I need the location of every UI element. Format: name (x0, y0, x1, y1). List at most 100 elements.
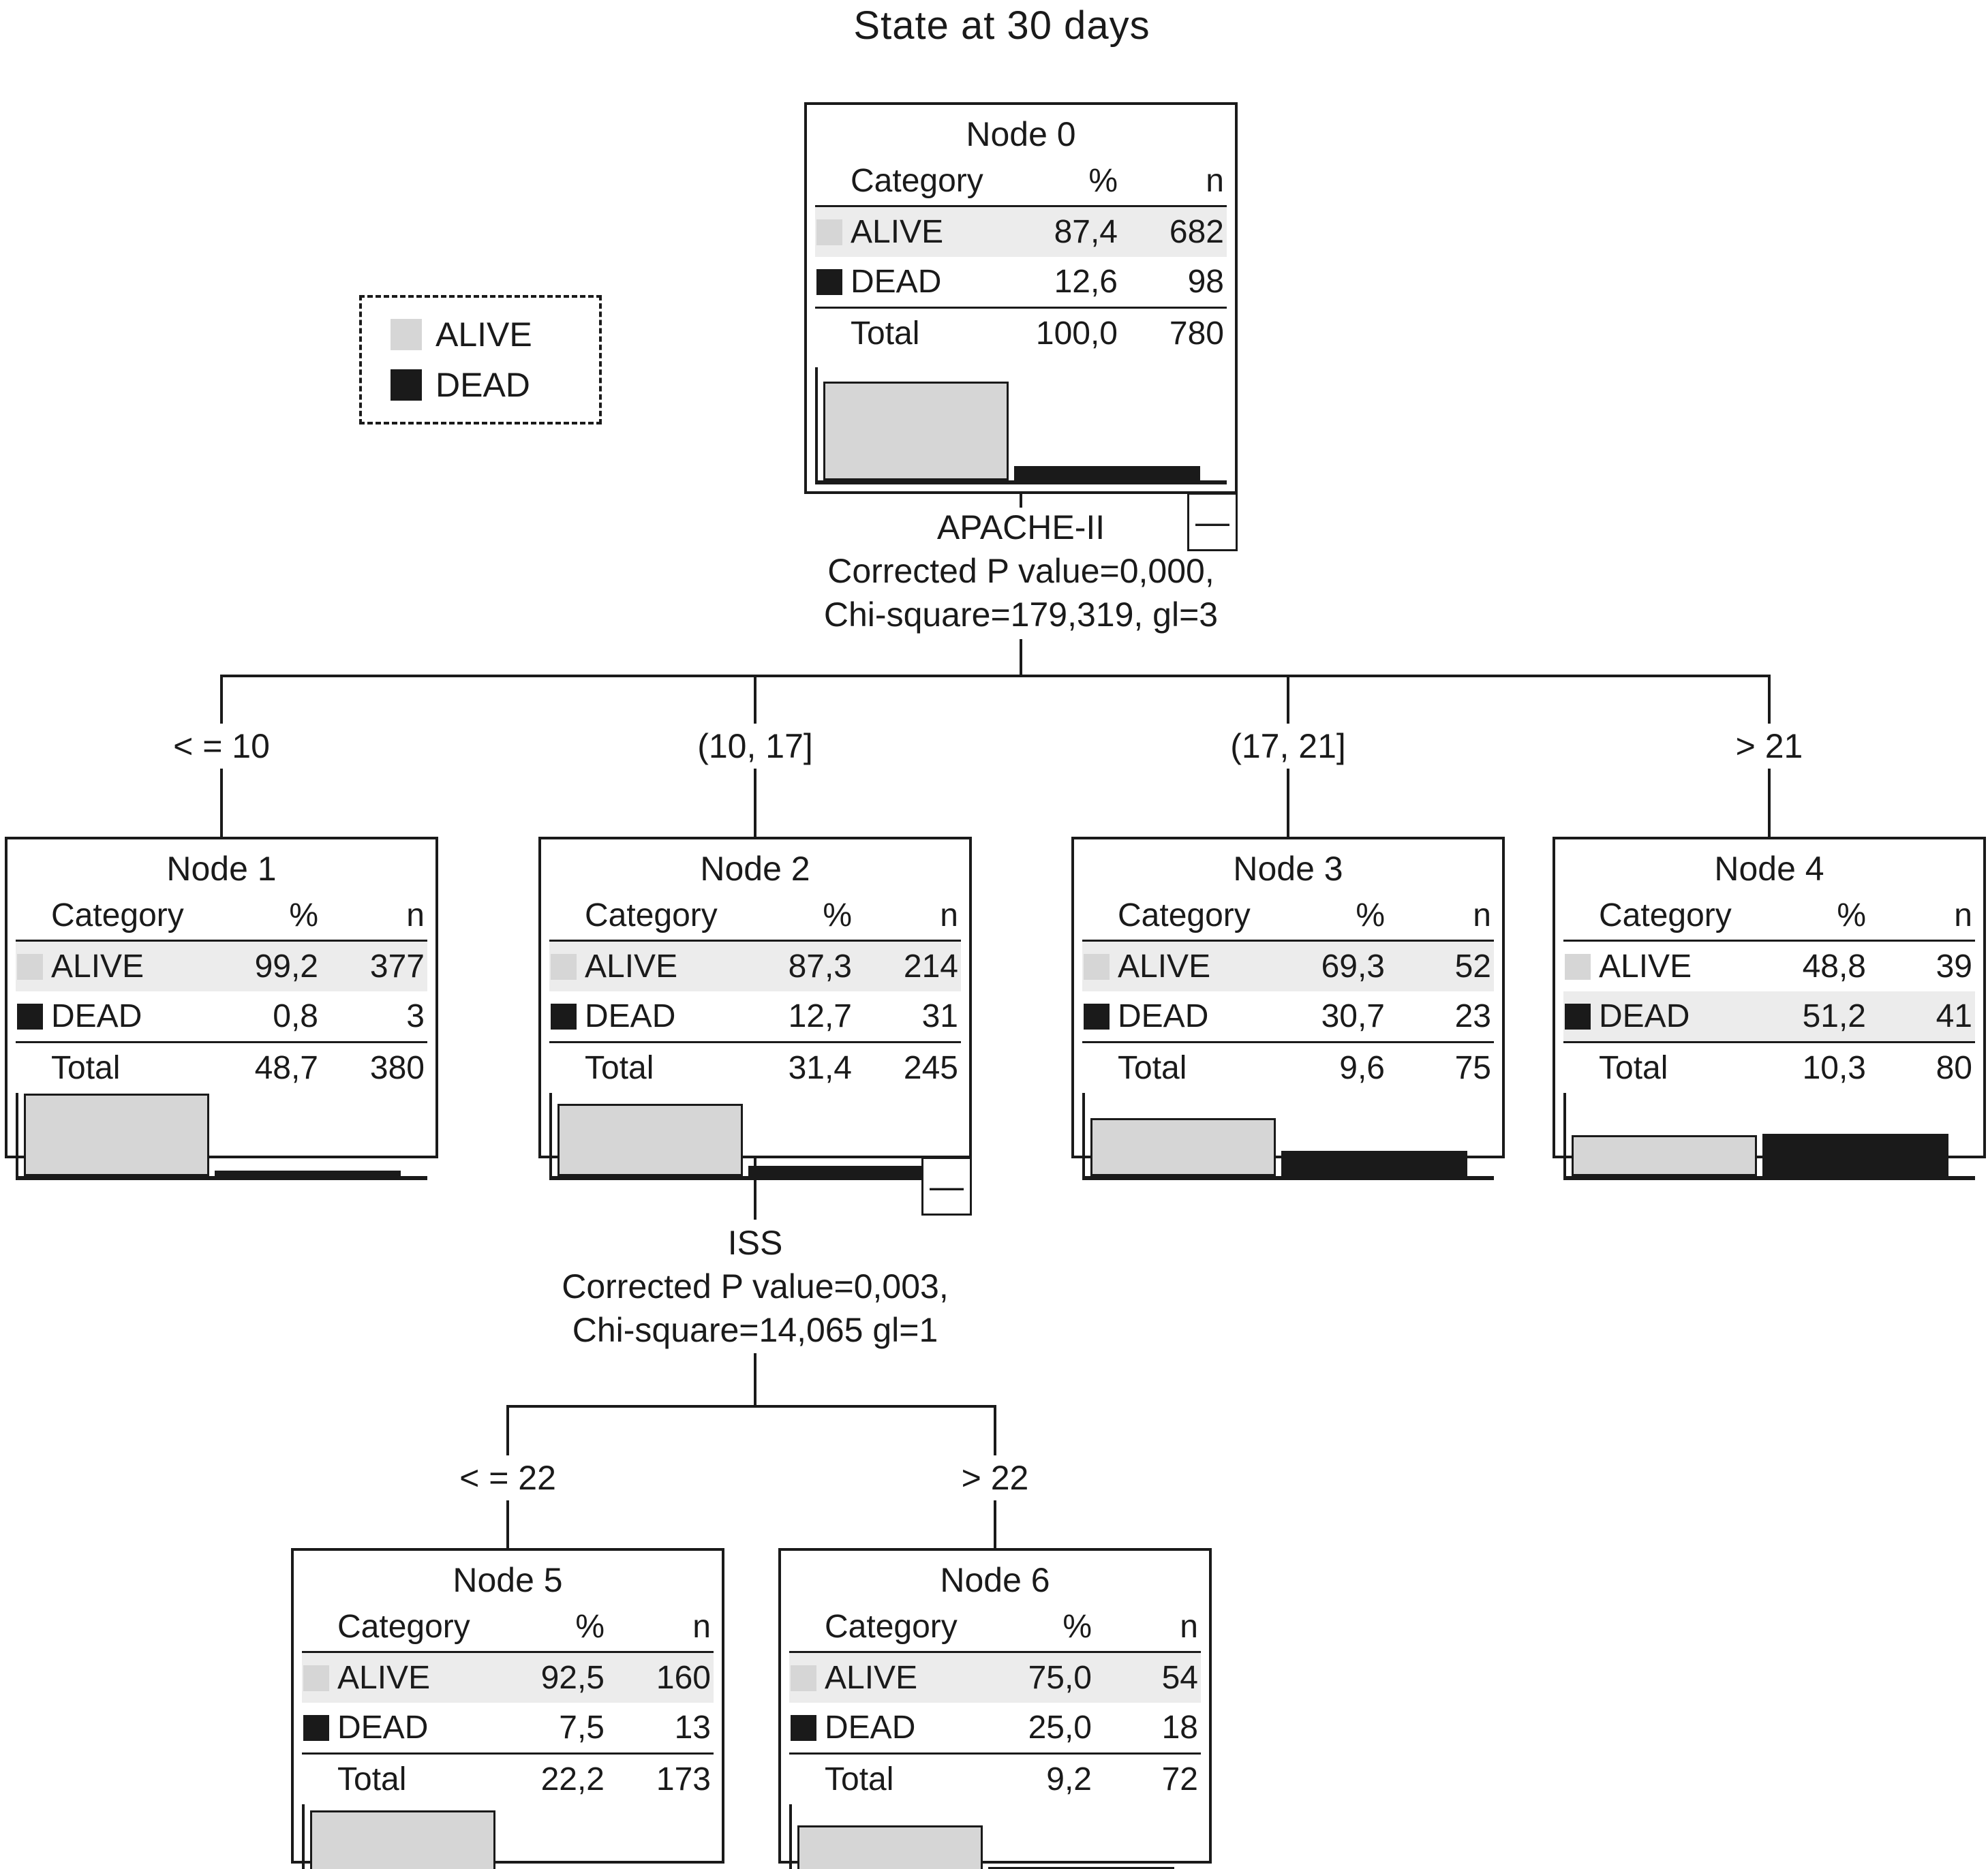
category-header: Category (1599, 897, 1732, 933)
legend-alive-label: ALIVE (435, 315, 532, 354)
category-header: Category (1118, 897, 1251, 933)
node-2-dead-row: DEAD 12,7 31 (549, 991, 961, 1043)
n-header: n (406, 897, 425, 933)
dead-label: DEAD (585, 998, 676, 1034)
dead-swatch-icon (391, 369, 422, 401)
node-3-dead-row: DEAD 30,7 23 (1082, 991, 1494, 1043)
dead-count: 41 (1936, 998, 1972, 1034)
percent-header: % (1088, 163, 1118, 199)
dead-swatch-icon (303, 1714, 329, 1741)
alive-label: ALIVE (1118, 948, 1211, 985)
dead-label: DEAD (1599, 998, 1690, 1034)
total-percent: 48,7 (254, 1050, 318, 1086)
node-5-table-header: Category % n (302, 1605, 714, 1653)
alive-label: ALIVE (851, 214, 944, 250)
alive-swatch-icon (391, 319, 422, 350)
n-header: n (1473, 897, 1491, 933)
node-6-alive-row: ALIVE 75,0 54 (789, 1653, 1201, 1703)
connector-node2-stem-bottom (754, 1353, 756, 1405)
total-count: 780 (1169, 315, 1224, 352)
node-2-collapse-button[interactable]: — (921, 1157, 972, 1216)
spacer (551, 1055, 577, 1081)
alive-swatch-icon (816, 219, 842, 245)
dead-label: DEAD (1118, 998, 1209, 1034)
node-6-title: Node 6 (940, 1561, 1050, 1599)
dead-count: 3 (406, 998, 425, 1034)
total-label: Total (825, 1761, 894, 1797)
spacer (16, 903, 42, 929)
total-label: Total (51, 1050, 121, 1086)
alive-bar (797, 1825, 983, 1869)
node-2: Node 2 Category % n ALIVE 87,3 214 DEAD … (538, 837, 972, 1180)
alive-count: 377 (369, 948, 425, 985)
node-5-title: Node 5 (453, 1561, 563, 1599)
dead-percent: 7,5 (559, 1710, 605, 1746)
spacer (791, 1767, 816, 1793)
spacer (17, 1055, 43, 1081)
category-header: Category (337, 1609, 470, 1645)
split-chisquare: Chi-square=179,319, gl=3 (823, 596, 1219, 634)
iss-branch-crossbar (508, 1405, 995, 1408)
connector-node0-stem-top (1020, 494, 1022, 508)
percent-header: % (1837, 897, 1866, 933)
branch-label-gt21: > 21 (1723, 724, 1816, 769)
n-header: n (1954, 897, 1972, 933)
node-4: Node 4 Category % n ALIVE 48,8 39 DEAD 5… (1553, 837, 1986, 1180)
spacer (303, 1767, 329, 1793)
alive-label: ALIVE (825, 1660, 918, 1696)
node-4-table-header: Category % n (1563, 894, 1975, 942)
alive-percent: 87,4 (1054, 214, 1118, 250)
percent-header: % (289, 897, 318, 933)
total-count: 245 (903, 1050, 958, 1086)
node-4-alive-row: ALIVE 48,8 39 (1563, 942, 1975, 991)
spacer (1082, 903, 1108, 929)
total-percent: 9,6 (1339, 1050, 1385, 1086)
minus-icon: — (1195, 503, 1229, 541)
spacer (302, 1614, 328, 1640)
total-percent: 100,0 (1035, 315, 1118, 352)
node-1-total-row: Total 48,7 380 (16, 1043, 427, 1093)
alive-swatch-icon (303, 1665, 329, 1691)
alive-label: ALIVE (585, 948, 678, 985)
total-count: 75 (1454, 1050, 1491, 1086)
dead-swatch-icon (791, 1714, 816, 1741)
minus-icon: — (930, 1167, 964, 1205)
node-6-total-row: Total 9,2 72 (789, 1755, 1201, 1804)
node-2-table-header: Category % n (549, 894, 961, 942)
node-0-bar-chart (815, 367, 1227, 484)
spacer (815, 168, 841, 194)
node-5-total-row: Total 22,2 173 (302, 1755, 714, 1804)
alive-count: 52 (1454, 948, 1491, 985)
alive-label: ALIVE (1599, 948, 1692, 985)
alive-bar (557, 1103, 744, 1176)
node-4-total-row: Total 10,3 80 (1563, 1043, 1975, 1093)
alive-bar (823, 381, 1009, 480)
alive-bar (1572, 1135, 1758, 1176)
spacer (1084, 1055, 1110, 1081)
node-6-bar-chart (789, 1804, 1201, 1869)
dead-bar (215, 1171, 401, 1176)
percent-header: % (1062, 1609, 1092, 1645)
node-1-bar-chart (16, 1093, 427, 1180)
alive-percent: 69,3 (1321, 948, 1385, 985)
node-0-collapse-button[interactable]: — (1187, 493, 1238, 551)
node-4-dead-row: DEAD 51,2 41 (1563, 991, 1975, 1043)
node-0-title: Node 0 (966, 115, 1076, 153)
legend-dead-label: DEAD (435, 366, 530, 404)
alive-swatch-icon (1565, 953, 1591, 980)
branch-label-17-21: (17, 21] (1218, 724, 1358, 769)
node-6-table-header: Category % n (789, 1605, 1201, 1653)
dead-label: DEAD (851, 264, 942, 300)
node-1-dead-row: DEAD 0,8 3 (16, 991, 427, 1043)
node-0-table-header: Category % n (815, 159, 1227, 207)
node-1-title: Node 1 (166, 850, 277, 888)
dead-percent: 51,2 (1802, 998, 1866, 1034)
node-2-title: Node 2 (700, 850, 810, 888)
dead-percent: 0,8 (273, 998, 318, 1034)
total-label: Total (1599, 1050, 1668, 1086)
spacer (1563, 903, 1589, 929)
node-0: Node 0 Category % n ALIVE 87,4 682 DEAD … (804, 102, 1238, 494)
total-percent: 9,2 (1046, 1761, 1092, 1797)
dead-count: 23 (1454, 998, 1491, 1034)
split-pvalue: Corrected P value=0,000, (827, 552, 1214, 590)
